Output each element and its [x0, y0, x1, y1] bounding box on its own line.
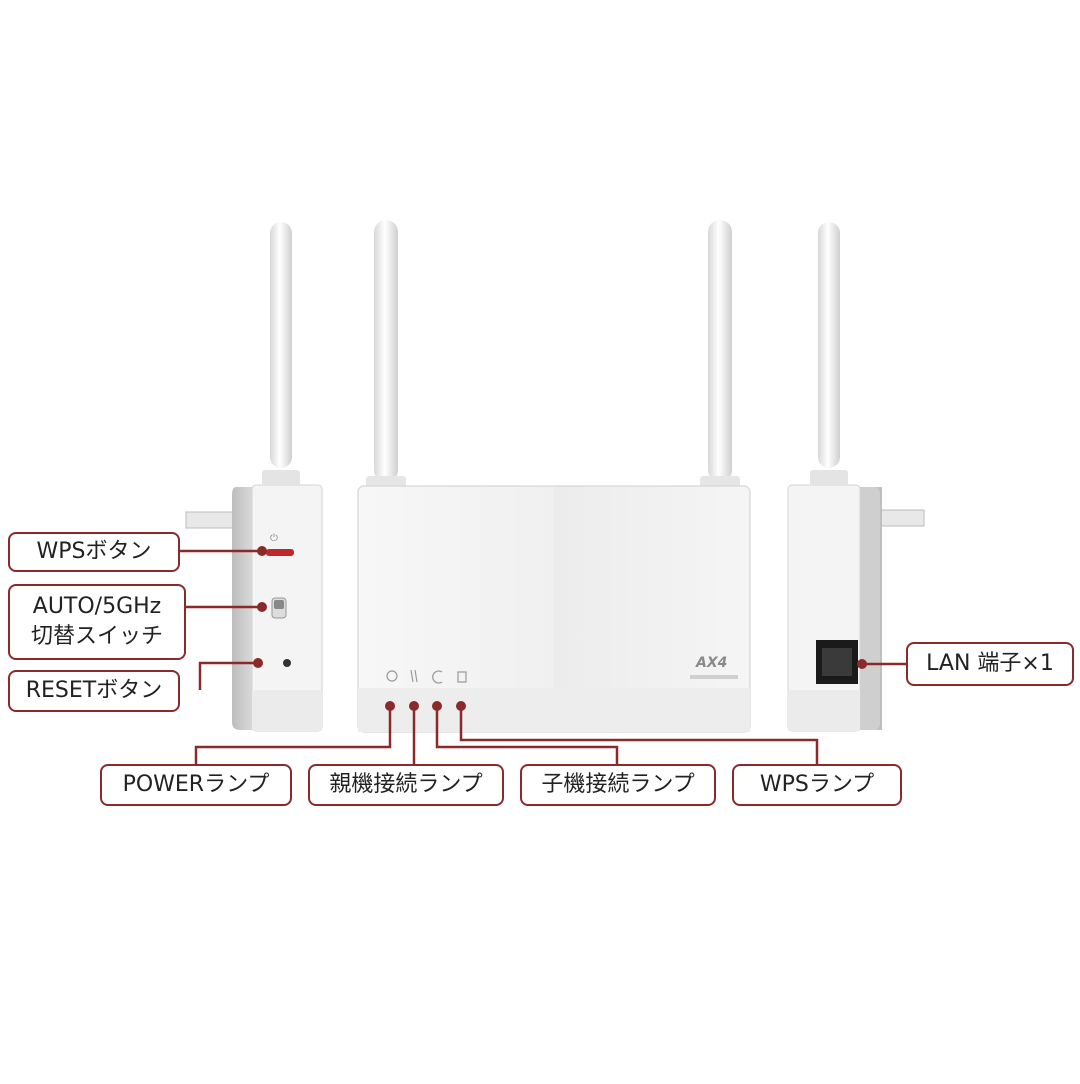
child-lamp-label: 子機接続ランプ: [541, 772, 695, 797]
wps-button: [266, 549, 294, 556]
reset-button-label: RESETボタン: [25, 678, 163, 703]
parent-lamp-label: 親機接続ランプ: [329, 772, 483, 797]
left-side-antenna-base: [262, 470, 300, 486]
lan-port-callout: LAN 端子×1: [906, 642, 1074, 686]
power-lamp-callout: POWERランプ: [100, 764, 292, 806]
power-lamp-icon: [386, 670, 398, 682]
auto-5ghz-switch-callout: AUTO/5GHz 切替スイッチ: [8, 584, 186, 660]
lan-port-inner: [822, 648, 852, 676]
auto-5ghz-label-line2: 切替スイッチ: [30, 624, 163, 649]
left-side-base: [252, 690, 322, 731]
left-plug-prong: [185, 511, 239, 529]
parent-lamp-icon: [410, 669, 418, 683]
leader-wps-lamp: [459, 706, 819, 765]
brand-mark: AX4: [695, 655, 727, 671]
dot-parent-lamp: [409, 701, 419, 711]
right-side-shade-edge: [855, 487, 880, 730]
dot-power-lamp: [385, 701, 395, 711]
right-side-antenna: [818, 222, 840, 468]
auto-5ghz-switch-knob: [274, 600, 284, 609]
dot-wps-lamp: [456, 701, 466, 711]
wps-lamp-callout: WPSランプ: [732, 764, 902, 806]
wps-button-mark: ⏻: [270, 533, 278, 544]
dot-reset: [253, 658, 263, 668]
front-view: AX4: [357, 220, 751, 733]
leader-reset: [198, 661, 258, 690]
parent-lamp-callout: 親機接続ランプ: [308, 764, 504, 806]
wps-button-label: WPSボタン: [36, 539, 152, 564]
wps-lamp-icon: [457, 671, 467, 683]
dot-child-lamp: [432, 701, 442, 711]
model-text-line: [690, 675, 738, 679]
left-side-view: ⏻: [185, 222, 323, 732]
front-base-band: [358, 688, 750, 732]
leader-lines: [180, 549, 906, 765]
auto-5ghz-label-line1: AUTO/5GHz: [32, 594, 162, 619]
left-side-antenna: [270, 222, 292, 468]
wps-lamp-label: WPSランプ: [759, 772, 875, 797]
leader-power-lamp: [194, 706, 392, 765]
power-lamp-label: POWERランプ: [122, 772, 270, 797]
wps-button-callout: WPSボタン: [8, 532, 180, 572]
right-side-antenna-base: [810, 470, 848, 486]
child-lamp-callout: 子機接続ランプ: [520, 764, 716, 806]
child-lamp-icon: [432, 670, 443, 684]
dot-wps-button: [257, 546, 267, 556]
front-antenna-left: [374, 220, 398, 482]
leader-child-lamp: [435, 706, 619, 765]
dot-auto-switch: [257, 602, 267, 612]
right-side-view: [787, 222, 925, 732]
right-side-base: [788, 690, 860, 731]
leader-dots: [253, 546, 867, 711]
lan-port-label: LAN 端子×1: [926, 651, 1054, 676]
reset-button-callout: RESETボタン: [8, 670, 180, 712]
front-antenna-right: [708, 220, 732, 482]
reset-button: [283, 659, 291, 667]
dot-lan: [857, 659, 867, 669]
